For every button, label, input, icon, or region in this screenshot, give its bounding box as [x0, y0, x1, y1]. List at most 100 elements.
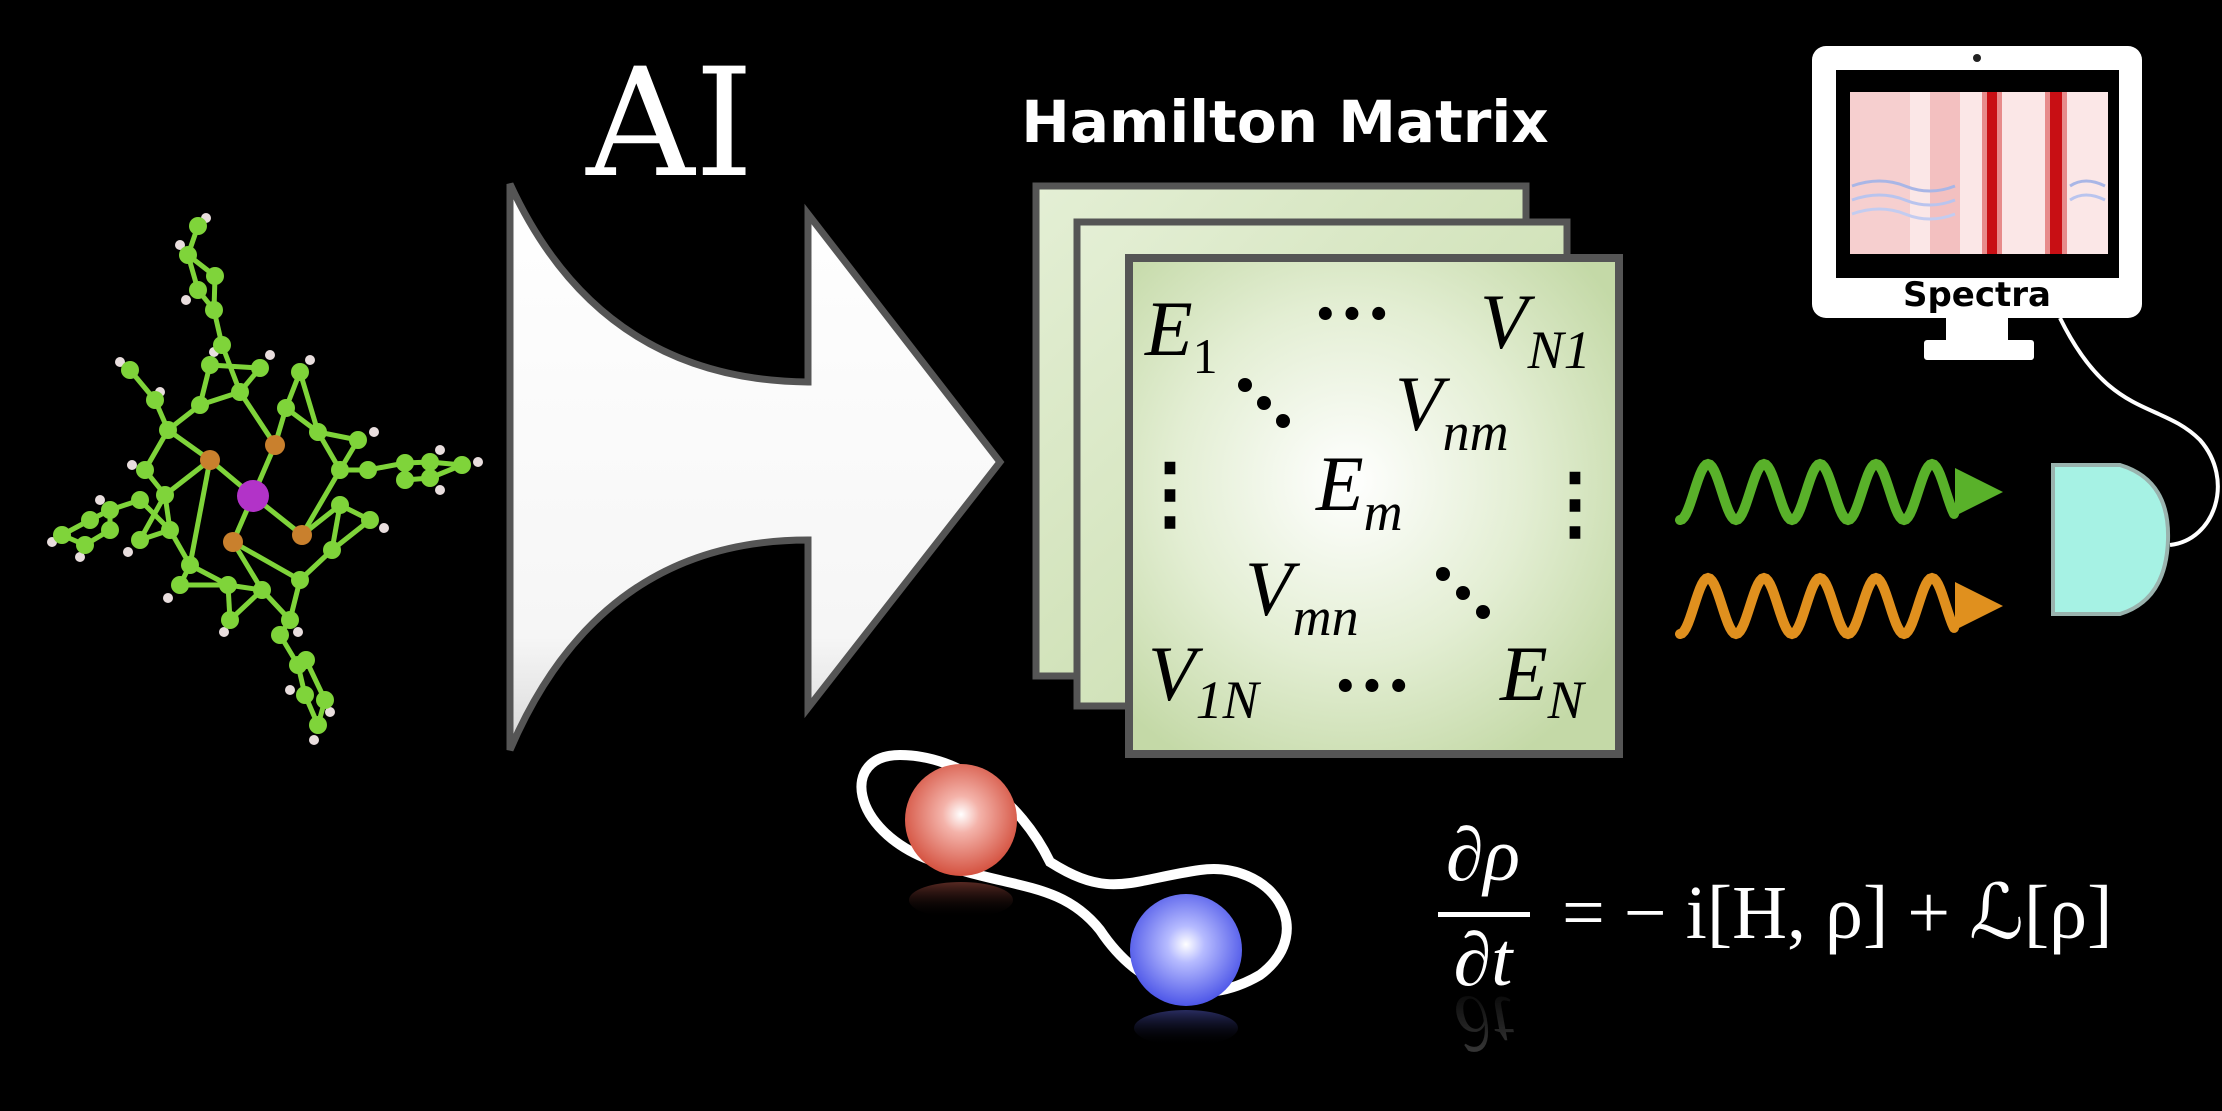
carbon-atom: [331, 496, 349, 514]
ai-label: AI: [585, 37, 754, 211]
molecule-bond: [297, 371, 321, 433]
carbon-atom: [296, 686, 314, 704]
green-wave: [1675, 458, 2003, 526]
green-wave-arrowhead: [1955, 468, 2003, 516]
entry-v1n: V1N: [1148, 630, 1262, 730]
carbon-atom: [277, 399, 295, 417]
carbon-atom: [309, 716, 327, 734]
hydrogen-atom: [305, 355, 315, 365]
carbon-atom: [189, 217, 207, 235]
entry-em: Em: [1315, 440, 1403, 542]
porphyrin-molecule: [47, 213, 483, 745]
entangled-loop: [856, 749, 1292, 998]
carbon-atom: [271, 626, 289, 644]
spectra-screen: [1850, 92, 2108, 254]
hydrogen-atom: [115, 357, 125, 367]
hydrogen-atom: [127, 460, 137, 470]
matrix-front-card: [1125, 254, 1623, 758]
matrix-title: Hamilton Matrix: [1021, 88, 1548, 156]
diag-dots-upper: [1238, 378, 1290, 428]
spectra-monitor: Spectra: [1812, 46, 2142, 360]
hydrogen-atom: [435, 485, 445, 495]
ai-arrow: [506, 182, 1005, 752]
entry-vn1: VN1: [1480, 278, 1591, 380]
carbon-atom: [297, 651, 315, 669]
spectra-label: Spectra: [1903, 275, 2051, 315]
carbon-atom: [396, 454, 414, 472]
hydrogen-atom: [265, 350, 275, 360]
nitrogen-atom: [223, 532, 243, 552]
entry-e1: E1: [1144, 285, 1218, 384]
detector: [2051, 463, 2171, 616]
hydrogen-atom: [95, 495, 105, 505]
nitrogen-atom: [265, 435, 285, 455]
carbon-atom: [121, 361, 139, 379]
equation-denominator: ∂t: [1454, 918, 1515, 1002]
hydrogen-atom: [123, 547, 133, 557]
fraction-bar: [1438, 912, 1530, 917]
carbon-atom: [331, 461, 349, 479]
entry-top-dots: ···: [1312, 270, 1392, 358]
carbon-atom: [231, 383, 249, 401]
nitrogen-atom: [292, 525, 312, 545]
carbon-atom: [309, 423, 327, 441]
equation-rhs: = − i[H, ρ] + ℒ[ρ]: [1562, 871, 2112, 955]
entry-right-dots: ⋮: [1535, 460, 1615, 548]
carbon-atom: [361, 511, 379, 529]
carbon-atom: [281, 611, 299, 629]
molecule-bond: [231, 539, 302, 583]
hydrogen-atom: [285, 685, 295, 695]
hydrogen-atom: [309, 735, 319, 745]
entry-en: EN: [1499, 630, 1587, 730]
hydrogen-atom: [473, 457, 483, 467]
carbon-atom: [213, 336, 231, 354]
carbon-atom: [291, 571, 309, 589]
equation-numerator: ∂ρ: [1446, 813, 1520, 897]
blue-sphere: [1130, 894, 1242, 1046]
hydrogen-atom: [75, 552, 85, 562]
carbon-atom: [181, 556, 199, 574]
hydrogen-atom: [369, 427, 379, 437]
carbon-atom: [76, 536, 94, 554]
carbon-atom: [201, 356, 219, 374]
carbon-atom: [219, 576, 237, 594]
entry-bottom-dots: ···: [1332, 642, 1412, 730]
metal-atom: [237, 480, 269, 512]
carbon-atom: [205, 301, 223, 319]
carbon-atom: [179, 246, 197, 264]
carbon-atom: [156, 486, 174, 504]
equation-reflection: ∂t: [1454, 980, 1515, 1064]
molecule-bond: [299, 468, 343, 537]
detector-cable: [2058, 317, 2220, 547]
green-wave-line: [1675, 458, 1959, 526]
hydrogen-atom: [219, 627, 229, 637]
carbon-atom: [131, 531, 149, 549]
carbon-atom: [161, 521, 179, 539]
entry-vnm: Vnm: [1395, 360, 1509, 462]
carbon-atom: [171, 576, 189, 594]
molecule-bond: [237, 390, 278, 447]
molecule-bond: [187, 459, 213, 566]
carbon-atom: [131, 491, 149, 509]
carbon-atom: [159, 421, 177, 439]
carbon-atom: [453, 456, 471, 474]
carbon-atom: [421, 469, 439, 487]
entry-vmn: Vmn: [1245, 545, 1359, 647]
entry-left-dots: ⋮: [1130, 450, 1210, 538]
carbon-atom: [396, 471, 414, 489]
carbon-atom: [206, 267, 224, 285]
carbon-atom: [146, 391, 164, 409]
carbon-atom: [323, 541, 341, 559]
carbon-atom: [349, 431, 367, 449]
carbon-atom: [251, 359, 269, 377]
matrix-entries: E1 ··· VN1 Vnm ⋮ Em ⋮ Vmn V1N ··· EN: [1130, 270, 1615, 730]
diag-dots-lower: [1436, 567, 1490, 619]
carbon-atom: [81, 511, 99, 529]
hydrogen-atom: [181, 295, 191, 305]
hydrogen-atom: [435, 445, 445, 455]
carbon-atom: [253, 581, 271, 599]
nitrogen-atom: [200, 450, 220, 470]
red-sphere: [905, 764, 1017, 918]
carbon-atom: [101, 521, 119, 539]
hydrogen-atom: [379, 523, 389, 533]
